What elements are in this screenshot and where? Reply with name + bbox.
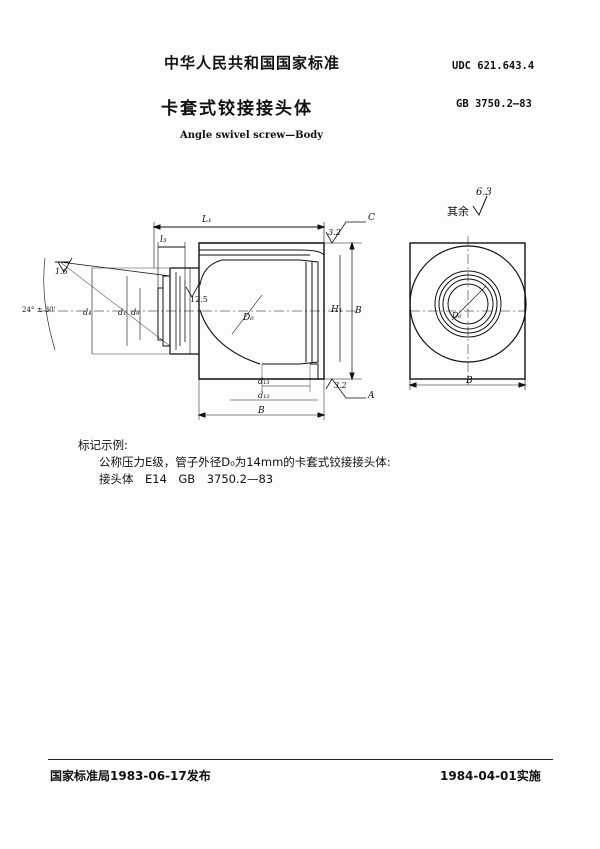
label-B-side: B <box>465 376 473 386</box>
roughness-note-value: 6.3 <box>476 187 492 198</box>
label-l3: l₃ <box>160 235 167 245</box>
effective-date: 1984-04-01实施 <box>440 769 541 783</box>
label-d4: d₄ <box>83 308 91 317</box>
roughness-note-label: 其余 <box>447 205 469 218</box>
label-ra16: 1.6 <box>55 267 68 276</box>
footer-divider <box>48 759 553 760</box>
label-angle: 24° ± 30' <box>22 306 56 314</box>
label-ra32-bottom: 3.2 <box>334 381 347 390</box>
page-title: 卡套式铰接接头体 <box>161 99 313 119</box>
english-title: Angle swivel screw—Body <box>180 130 324 141</box>
label-d12: d₁₂ <box>258 391 270 400</box>
label-C: C <box>368 213 375 223</box>
label-d1: d₁ <box>118 308 126 317</box>
roughness-3.2-top <box>325 221 366 244</box>
standard-name: 中华人民共和国国家标准 <box>164 54 341 72</box>
label-D6-side: D₆ <box>451 311 462 320</box>
spherical-surface <box>199 309 261 365</box>
roughness-symbol-general <box>472 195 488 217</box>
issued-date: 国家标准局1983-06-17发布 <box>50 769 211 783</box>
label-A: A <box>367 391 375 401</box>
label-L1: L₁ <box>201 215 212 225</box>
example-line-1: 公称压力E级，管子外径D₀为14mm的卡套式铰接接头体: <box>99 455 391 469</box>
stub-outline <box>170 267 199 355</box>
label-d13: d₁₃ <box>258 377 270 386</box>
technical-drawing: L₁ l₃ 3.2 C 1.6 24° ± 30' d₄ d₁ d₉ 12.5 … <box>22 195 527 420</box>
label-ra32-top: 3.2 <box>328 228 341 237</box>
roughness-3.2-bottom <box>325 378 366 399</box>
example-line-2: 接头体 E14 GB 3750.2—83 <box>99 472 274 486</box>
udc-code: UDC 621.643.4 <box>452 60 535 72</box>
label-B-right: B <box>354 306 362 316</box>
label-H1: H₁ <box>330 305 342 315</box>
example-heading: 标记示例: <box>78 438 128 452</box>
label-ra125: 12.5 <box>190 295 208 304</box>
label-D6: D₆ <box>242 313 254 323</box>
label-B-bottom: B <box>257 406 265 416</box>
label-d9: d₉ <box>131 308 140 317</box>
gb-number: GB 3750.2—83 <box>456 98 532 110</box>
